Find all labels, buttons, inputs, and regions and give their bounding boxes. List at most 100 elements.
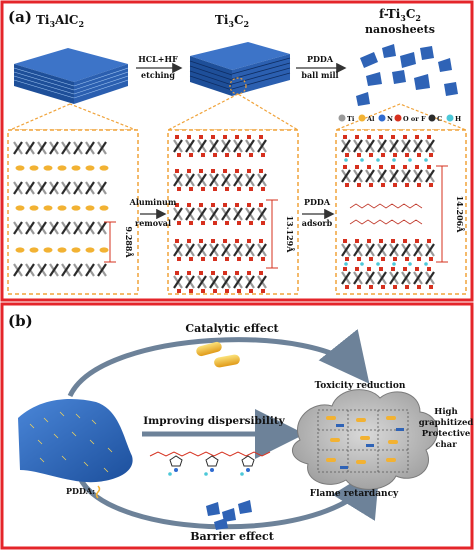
terminal-atom [355,135,359,139]
terminal-atom [367,267,371,271]
terminal-atom [261,289,265,293]
al-atom [71,165,81,171]
terminal-atom [403,165,407,169]
bond [61,221,71,235]
aluminum-removal-bottom: removal [135,218,171,228]
terminal-atom [381,153,385,157]
h-atom [344,158,348,162]
terminal-atom [187,203,191,207]
terminal-atom [175,135,179,139]
stage3-subtitle: nanosheets [365,23,435,36]
terminal-atom [415,135,419,139]
terminal-atom [357,183,361,187]
spacing-marker-1: 9.288Å [104,221,134,263]
terminal-atom [177,289,181,293]
terminal-atom [201,221,205,225]
terminal-atom [393,153,397,157]
terminal-atom [393,257,397,261]
h-atom [424,262,428,266]
bond [353,139,363,153]
ballmill-arrow-bottom: ball mill [301,70,338,80]
bond [49,141,59,155]
char-line-3: Protective [422,429,471,439]
bond [257,139,267,153]
bond [209,173,219,187]
spacing-marker-2: 13.129Å [266,199,295,269]
bond [97,181,107,195]
terminal-atom [223,271,227,275]
bond [37,141,47,155]
bond [85,141,95,155]
terminal-atom [223,203,227,207]
bond [209,207,219,221]
al-atom [57,205,67,211]
char-line-4: char [435,440,457,450]
h-atom [376,262,380,266]
spacing-value-1: 9.288Å [124,226,134,258]
terminal-atom [417,183,421,187]
bond [13,181,23,195]
terminal-atom [223,239,227,243]
terminal-atom [429,153,433,157]
terminal-atom [201,187,205,191]
terminal-atom [237,187,241,191]
bond [257,173,267,187]
bond [401,243,411,257]
h-atom [360,158,364,162]
flame-retardancy-label: Flame retardancy [310,489,399,499]
terminal-atom [379,267,383,271]
terminal-atom [187,135,191,139]
h-atom [408,158,412,162]
bond [245,173,255,187]
terminal-atom [223,169,227,173]
terminal-atom [189,187,193,191]
terminal-atom [355,267,359,271]
bond [209,139,219,153]
bond [185,207,195,221]
h-atom [392,158,396,162]
stage3-title: f-Ti3C2 [379,7,421,23]
bond [425,169,435,183]
bond [341,271,351,285]
bond [377,169,387,183]
terminal-atom [345,285,349,289]
bond [173,173,183,187]
dispersibility-label: Improving dispersibility [143,415,285,427]
bond [13,141,23,155]
etching-arrow-bottom: etching [141,70,175,80]
bond [25,181,35,195]
bond [413,169,423,183]
bond [25,141,35,155]
h-atom [376,158,380,162]
bond [401,271,411,285]
al-atom [99,165,109,171]
terminal-atom [237,257,241,261]
char-description: High graphitized Protective char [419,407,474,450]
bond [365,169,375,183]
bond [425,271,435,285]
bond [377,139,387,153]
terminal-atom [187,271,191,275]
terminal-atom [177,221,181,225]
terminal-atom [393,183,397,187]
bond [389,139,399,153]
terminal-atom [429,183,433,187]
terminal-atom [249,153,253,157]
bond [97,263,107,277]
al-atom [99,205,109,211]
bond [85,221,95,235]
al-atom [29,165,39,171]
terminal-atom [225,153,229,157]
aluminum-removal-top: Aluminum [129,197,177,207]
legend-c: C [437,115,442,123]
terminal-atom [175,169,179,173]
bond [425,139,435,153]
al-atom [15,165,25,171]
terminal-atom [357,285,361,289]
ti3c2-block [189,42,291,96]
terminal-atom [417,285,421,289]
terminal-atom [261,257,265,261]
crystal-structure-f-ti3c2 [341,135,435,289]
terminal-atom [343,135,347,139]
bond [85,263,95,277]
